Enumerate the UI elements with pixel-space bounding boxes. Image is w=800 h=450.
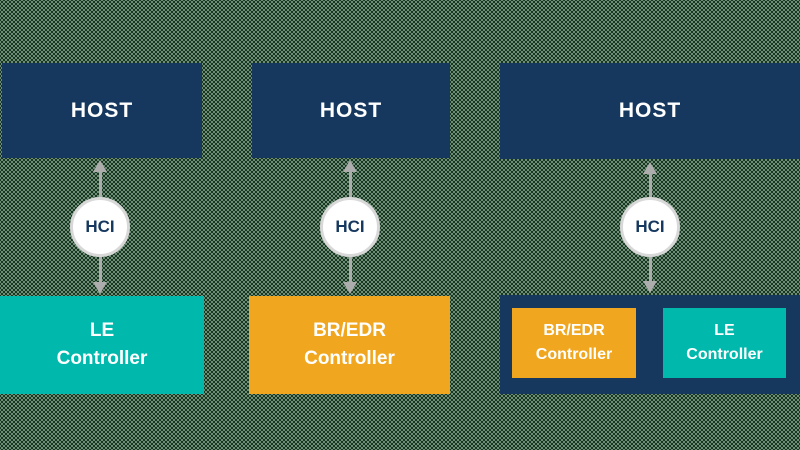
controller-label: LE Controller (57, 317, 148, 372)
controller-label-line1: LE (714, 322, 735, 339)
arrow-up-icon (93, 160, 107, 172)
hci-circle-le-stack: HCI (70, 197, 130, 257)
host-box-bredr-stack: HOST (252, 63, 450, 158)
controller-label: BR/EDR Controller (536, 319, 612, 367)
arrow-down-icon (643, 281, 657, 293)
controller-label-line2: Controller (535, 346, 613, 363)
controller-label-line2: Controller (686, 346, 763, 363)
hci-circle-bredr-stack: HCI (320, 197, 380, 257)
controller-label-line1: LE (89, 320, 115, 342)
host-label: HOST (618, 99, 682, 122)
host-box-le-stack: HOST (2, 63, 202, 158)
arrow-up-icon (643, 162, 657, 174)
controller-label: LE Controller (686, 319, 762, 367)
controller-label-line1: BR/EDR (313, 320, 386, 342)
arrow-down-icon (93, 282, 107, 294)
arrow-down-icon (343, 282, 357, 294)
bredr-controller-box: BR/EDR Controller (512, 308, 636, 378)
host-label: HOST (319, 98, 383, 122)
dual-controller-container: BR/EDR Controller LE Controller (500, 295, 800, 394)
controller-label-line1: BR/EDR (543, 322, 605, 339)
hci-label: HCI (335, 217, 365, 236)
hci-label: HCI (635, 217, 665, 236)
arrow-up-icon (343, 160, 357, 172)
controller-label-line2: Controller (304, 348, 395, 369)
controller-label-line2: Controller (56, 348, 148, 369)
bredr-controller-box: BR/EDR Controller (249, 296, 450, 394)
host-box-dual-stack: HOST (500, 63, 800, 159)
controller-label: BR/EDR Controller (304, 317, 395, 372)
le-controller-box: LE Controller (663, 308, 786, 378)
le-controller-box: LE Controller (0, 296, 204, 394)
hci-label: HCI (85, 217, 115, 236)
hci-circle-dual-stack: HCI (620, 197, 680, 257)
host-label: HOST (70, 98, 134, 122)
